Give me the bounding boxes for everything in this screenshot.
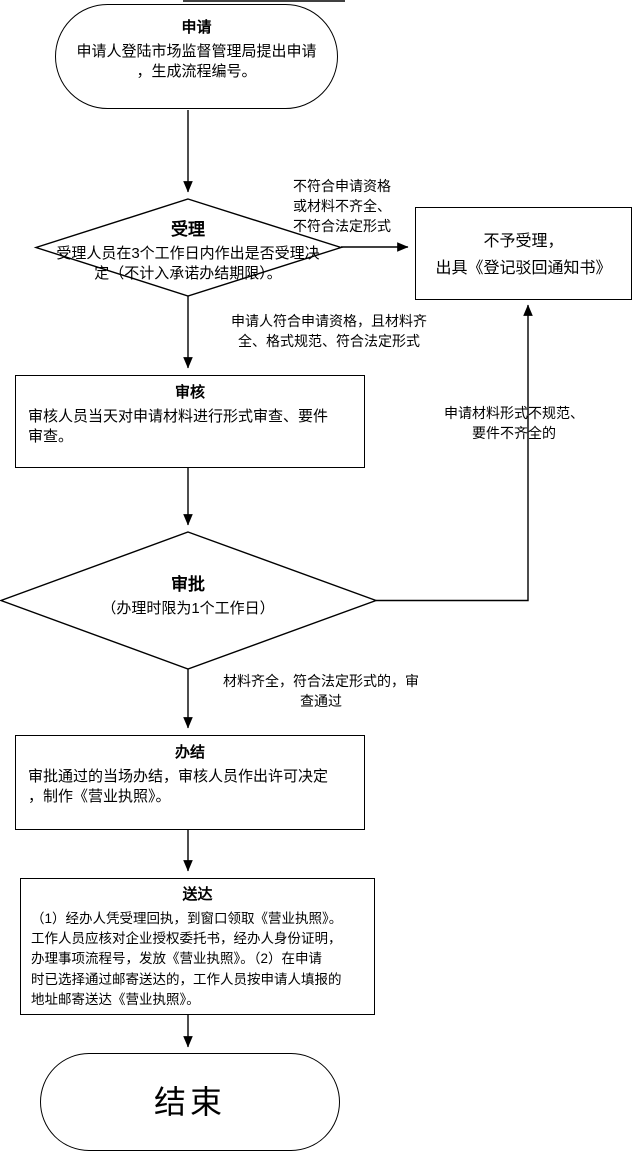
node-accept-title: 受理 xyxy=(171,220,205,239)
label-accept-fail: 不符合申请资格 或材料不齐全、 不符合法定形式 xyxy=(293,178,391,234)
node-review-title: 审核 xyxy=(174,384,205,401)
node-approve-body: （办理时限为1个工作日） xyxy=(101,600,275,618)
label-approve-pass: 材料齐全，符合法定形式的，审 查通过 xyxy=(223,673,419,709)
node-end-title: 结束 xyxy=(153,1084,226,1120)
node-accept: 受理 受理人员在3个工作日内作出是否受理决 定（不计入承诺办结期限）。 xyxy=(15,219,361,284)
node-deliver-title: 送达 xyxy=(182,886,213,903)
node-deliver: 送达 （1）经办人凭受理回执，到窗口领取《营业执照》。 工作人员应核对企业授权委… xyxy=(20,878,375,1015)
node-review-body: 审核人员当天对申请材料进行形式审查、要件 审查。 xyxy=(28,407,329,445)
node-start: 申请 申请人登陆市场监督管理局提出申请 ，生成流程编号。 xyxy=(55,4,338,109)
label-approve-fail: 申请材料形式不规范、 要件不齐全的 xyxy=(444,405,584,441)
node-deliver-body: （1）经办人凭受理回执，到窗口领取《营业执照》。 工作人员应核对企业授权委托书，… xyxy=(31,910,343,1007)
node-accept-body: 受理人员在3个工作日内作出是否受理决 定（不计入承诺办结期限）。 xyxy=(56,245,320,283)
node-reject-body: 不予受理， 出具《登记驳回通知书》 xyxy=(435,233,612,277)
node-end: 结束 xyxy=(40,1053,340,1151)
node-done-body: 审批通过的当场办结，审核人员作出许可决定 ，制作《营业执照》。 xyxy=(28,767,329,805)
label-accept-pass: 申请人符合申请资格，且材料齐 全、格式规范、符合法定形式 xyxy=(231,313,427,349)
node-reject: 不予受理， 出具《登记驳回通知书》 xyxy=(415,207,632,300)
node-start-title: 申请 xyxy=(181,19,212,36)
node-start-body: 申请人登陆市场监督管理局提出申请 ，生成流程编号。 xyxy=(76,42,317,80)
node-review: 审核 审核人员当天对申请材料进行形式审查、要件 审查。 xyxy=(15,375,365,468)
node-done: 办结 审批通过的当场办结，审核人员作出许可决定 ，制作《营业执照》。 xyxy=(15,735,365,830)
node-approve-title: 审批 xyxy=(171,575,205,594)
node-approve: 审批 （办理时限为1个工作日） xyxy=(40,574,336,619)
edge-approve-to-reject xyxy=(376,304,533,602)
node-done-title: 办结 xyxy=(174,744,205,761)
